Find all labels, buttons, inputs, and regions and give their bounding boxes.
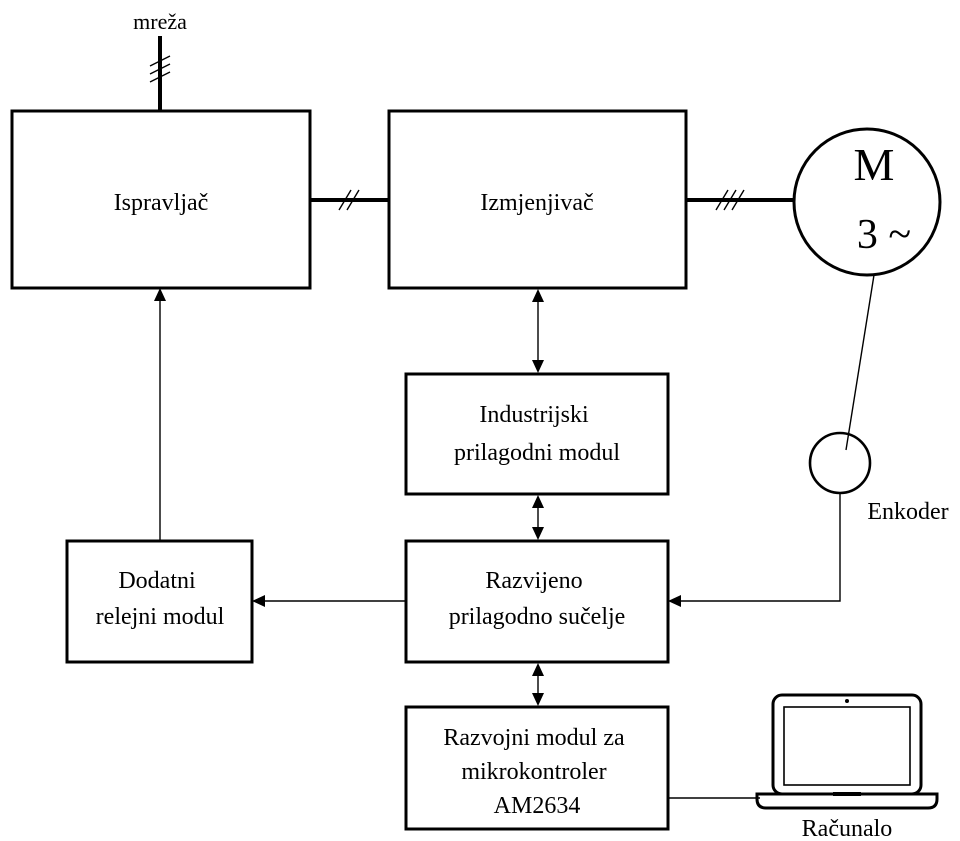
mains-label: mreža	[133, 9, 187, 34]
computer-label: Računalo	[802, 816, 893, 841]
motor-letter: M	[854, 139, 895, 190]
custom-interface-label: Razvijeno prilagodno sučelje	[449, 568, 626, 630]
motor-phase-label: 3 ~	[857, 212, 911, 258]
interface-relay-link	[252, 595, 406, 607]
industrial-interface-link	[532, 495, 544, 540]
dev-module-line-2: mikrokontroler	[461, 759, 606, 785]
encoder-label: Enkoder	[867, 499, 948, 525]
encoder-circle-icon	[808, 431, 872, 495]
encoder-interface-link	[668, 493, 841, 607]
inverter-industrial-link	[532, 289, 544, 373]
motor-supply-connection	[686, 189, 794, 211]
mains-connection	[149, 36, 171, 111]
inverter-label: Izmjenjivač	[480, 190, 593, 216]
industrial-module-block	[404, 372, 670, 496]
relay-rectifier-link	[154, 288, 166, 541]
relay-module-line-1: Dodatni	[118, 568, 196, 594]
rectifier-label: Ispravljač	[114, 190, 209, 216]
industrial-module-line-1: Industrijski	[479, 402, 589, 428]
encoder-shaft-line	[845, 274, 875, 451]
interface-devmodule-link	[532, 663, 544, 706]
dev-module-line-1: Razvojni modul za	[443, 725, 625, 751]
dev-module-label: Razvojni modul za mikrokontroler AM2634	[443, 725, 630, 819]
dev-module-block	[404, 705, 670, 831]
custom-interface-line-2: prilagodno sučelje	[449, 604, 626, 630]
relay-module-block	[65, 539, 254, 664]
custom-interface-block	[404, 539, 670, 664]
custom-interface-line-1: Razvijeno	[485, 568, 582, 594]
laptop-icon	[755, 693, 939, 810]
industrial-module-label: Industrijski prilagodni modul	[454, 402, 620, 466]
industrial-module-line-2: prilagodni modul	[454, 440, 620, 466]
relay-module-label: Dodatni relejni modul	[96, 568, 225, 630]
relay-module-line-2: relejni modul	[96, 604, 225, 630]
dev-module-line-3: AM2634	[494, 793, 581, 819]
motor-circle-icon	[792, 127, 942, 277]
dc-link-connection	[310, 189, 389, 211]
